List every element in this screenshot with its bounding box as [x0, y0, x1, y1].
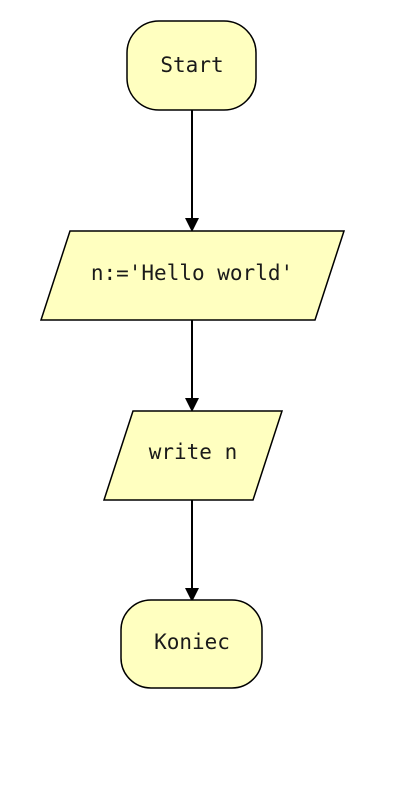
node-end-label: Koniec — [154, 630, 230, 654]
node-write-label: write n — [149, 440, 238, 464]
node-write: write n — [102, 410, 284, 501]
parallelogram-shape — [102, 410, 284, 501]
parallelogram-shape — [39, 230, 346, 321]
terminator-shape — [120, 599, 263, 689]
node-start-label: Start — [160, 53, 223, 77]
edge-assign-to-write — [185, 320, 199, 412]
node-assign: n:='Hello world' — [39, 230, 346, 321]
edge-start-to-assign — [185, 110, 199, 232]
node-assign-label: n:='Hello world' — [91, 261, 293, 285]
edge-write-to-end — [185, 500, 199, 602]
node-start: Start — [126, 20, 257, 111]
terminator-shape — [126, 20, 257, 111]
node-end: Koniec — [120, 599, 263, 689]
